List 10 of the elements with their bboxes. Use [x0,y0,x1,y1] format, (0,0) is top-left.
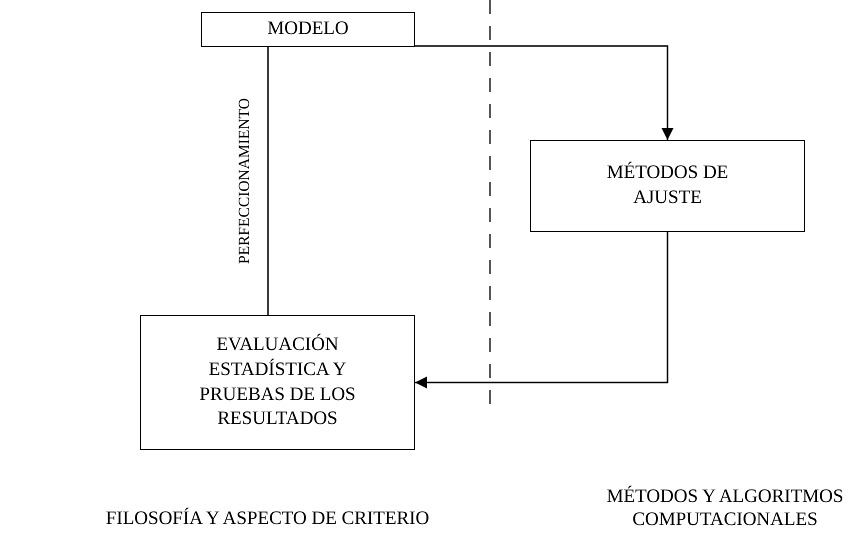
arrow [415,232,668,388]
box-label: MÉTODOS DE AJUSTE [606,161,730,210]
process-box [140,315,415,450]
arrow [415,45,674,140]
process-box [530,140,805,232]
box-label: EVALUACIÓN ESTADÍSTICA Y PRUEBAS DE LOS RESULTADOS [198,333,357,432]
box-label: MODELO [267,17,349,42]
process-box [201,12,415,47]
section-label: MÉTODOS Y ALGORITMOS COMPUTACIONALES [606,486,844,532]
section-label: FILOSOFÍA Y ASPECTO DE CRITERIO [104,508,430,531]
